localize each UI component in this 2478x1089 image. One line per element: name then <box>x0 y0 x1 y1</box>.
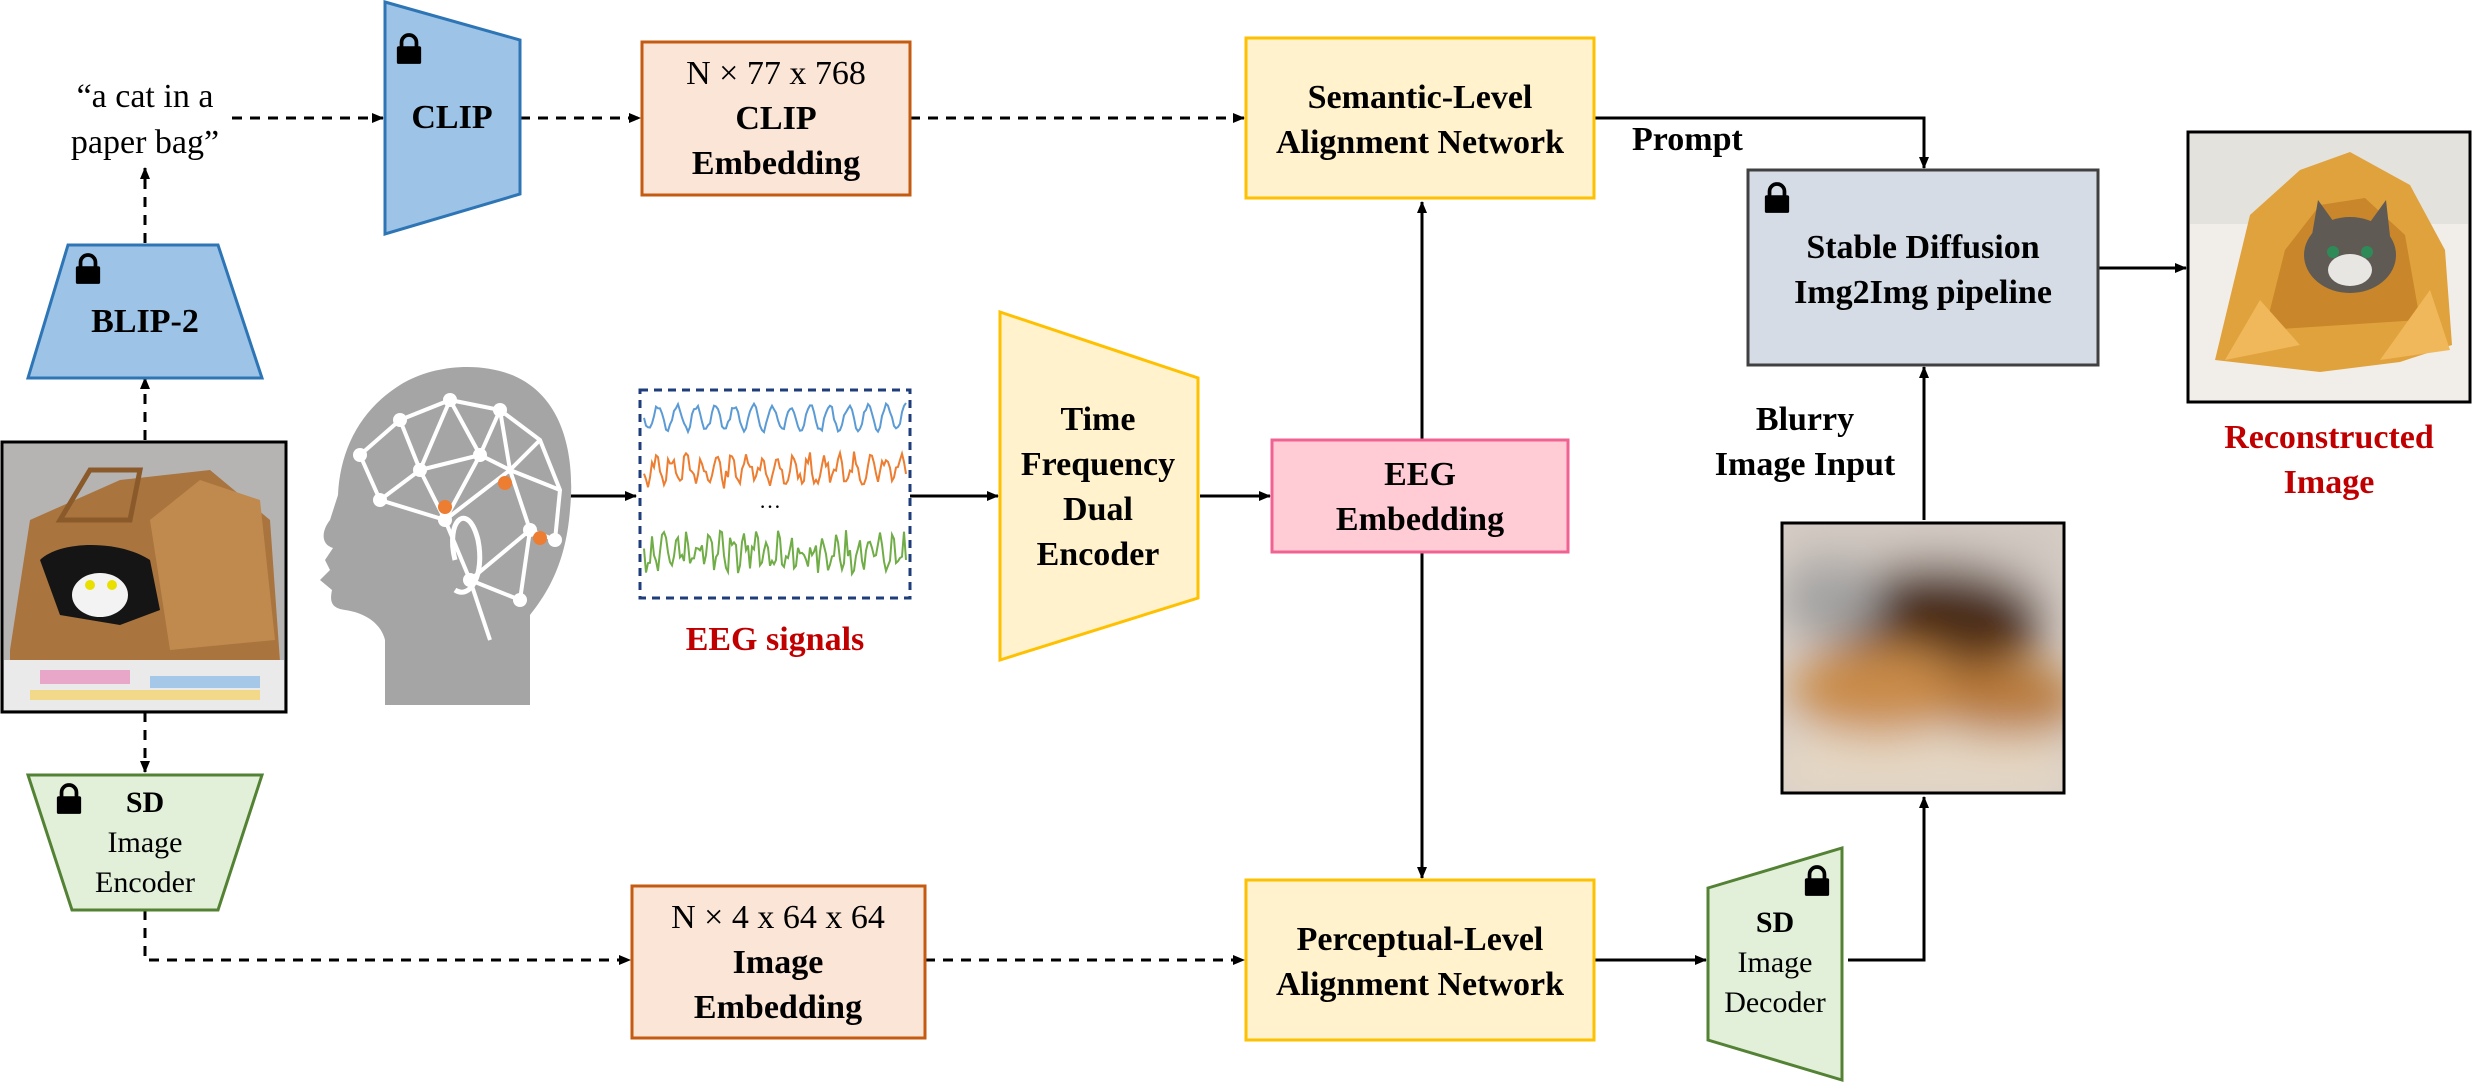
electrode-marker <box>533 531 547 545</box>
clip-encoder: CLIP <box>383 0 522 237</box>
sd-encoder-line-3: Encoder <box>95 866 195 899</box>
electrode-marker <box>438 500 452 514</box>
sd-encoder-line-2: Image <box>108 826 183 859</box>
caption-line-2: paper bag” <box>71 124 219 161</box>
sd-image-decoder: SD Image Decoder <box>1706 845 1844 1083</box>
image-embedding-line-2: Embedding <box>694 989 862 1026</box>
arrow-semantic-to-sd <box>1594 116 1929 169</box>
reconstructed-image <box>2186 130 2472 404</box>
perceptual-line-2: Alignment Network <box>1276 966 1564 1003</box>
encoder-line-3: Dual <box>1063 491 1133 528</box>
stable-diffusion-line-2: Img2Img pipeline <box>1794 274 2052 311</box>
semantic-alignment-network: Semantic-Level Alignment Network <box>1244 36 1596 200</box>
blip2-encoder: BLIP-2 <box>25 243 265 380</box>
caption-text: “a cat in a paper bag” <box>71 78 219 161</box>
clip-label: CLIP <box>411 99 492 136</box>
eeg-wave-blue <box>643 401 907 435</box>
encoder-line-4: Encoder <box>1037 536 1160 573</box>
semantic-line-2: Alignment Network <box>1276 124 1564 161</box>
eeg-signals-label: EEG signals <box>686 621 865 658</box>
eeg-ellipsis: … <box>759 488 781 513</box>
sd-image-encoder: SD Image Encoder <box>25 773 265 912</box>
image-embedding-box: N × 4 x 64 x 64 Image Embedding <box>630 884 927 1040</box>
perceptual-alignment-network: Perceptual-Level Alignment Network <box>1244 878 1596 1042</box>
semantic-line-1: Semantic-Level <box>1308 79 1533 116</box>
electrode-marker <box>498 476 512 490</box>
eeg-embedding-line-2: Embedding <box>1336 501 1504 538</box>
prompt-label: Prompt <box>1632 121 1743 158</box>
head-icon <box>320 366 572 705</box>
clip-embedding-box: N × 77 x 768 CLIP Embedding <box>640 40 912 197</box>
blip2-label: BLIP-2 <box>91 303 199 340</box>
clip-embedding-line-2: Embedding <box>692 145 860 182</box>
clip-embedding-dims: N × 77 x 768 <box>686 55 866 92</box>
sd-decoder-line-3: Decoder <box>1724 986 1826 1019</box>
input-image <box>0 440 288 714</box>
stable-diffusion-line-1: Stable Diffusion <box>1806 229 2039 266</box>
connectors <box>140 113 2187 965</box>
stable-diffusion-box: Stable Diffusion Img2Img pipeline <box>1746 168 2100 367</box>
sd-encoder-line-1: SD <box>126 786 164 819</box>
arrow-decoder-to-blurry <box>1848 796 1929 962</box>
caption-line-1: “a cat in a <box>77 78 214 115</box>
eeg-embedding-line-1: EEG <box>1384 456 1456 493</box>
eeg-signals-box: … <box>638 388 912 600</box>
blurry-line-1: Blurry <box>1756 401 1854 438</box>
clip-embedding-line-1: CLIP <box>735 100 816 137</box>
sd-decoder-line-2: Image <box>1738 946 1813 979</box>
reconstructed-line-1: Reconstructed <box>2224 419 2434 456</box>
eeg-wave-green <box>643 529 907 577</box>
arrow-sd-encoder-to-image-embedding <box>143 910 631 965</box>
eeg-wave-orange <box>643 449 907 489</box>
blurry-image <box>1780 521 2066 795</box>
reconstructed-line-2: Image <box>2284 464 2375 501</box>
eeg-embedding-box: EEG Embedding <box>1270 438 1570 554</box>
image-embedding-line-1: Image <box>733 944 824 981</box>
perceptual-line-1: Perceptual-Level <box>1297 921 1544 958</box>
sd-decoder-line-1: SD <box>1756 906 1794 939</box>
blurry-line-2: Image Input <box>1715 446 1896 483</box>
encoder-line-2: Frequency <box>1021 446 1175 483</box>
encoder-line-1: Time <box>1061 401 1136 438</box>
time-frequency-dual-encoder: Time Frequency Dual Encoder <box>998 309 1200 663</box>
image-embedding-dims: N × 4 x 64 x 64 <box>671 899 885 936</box>
